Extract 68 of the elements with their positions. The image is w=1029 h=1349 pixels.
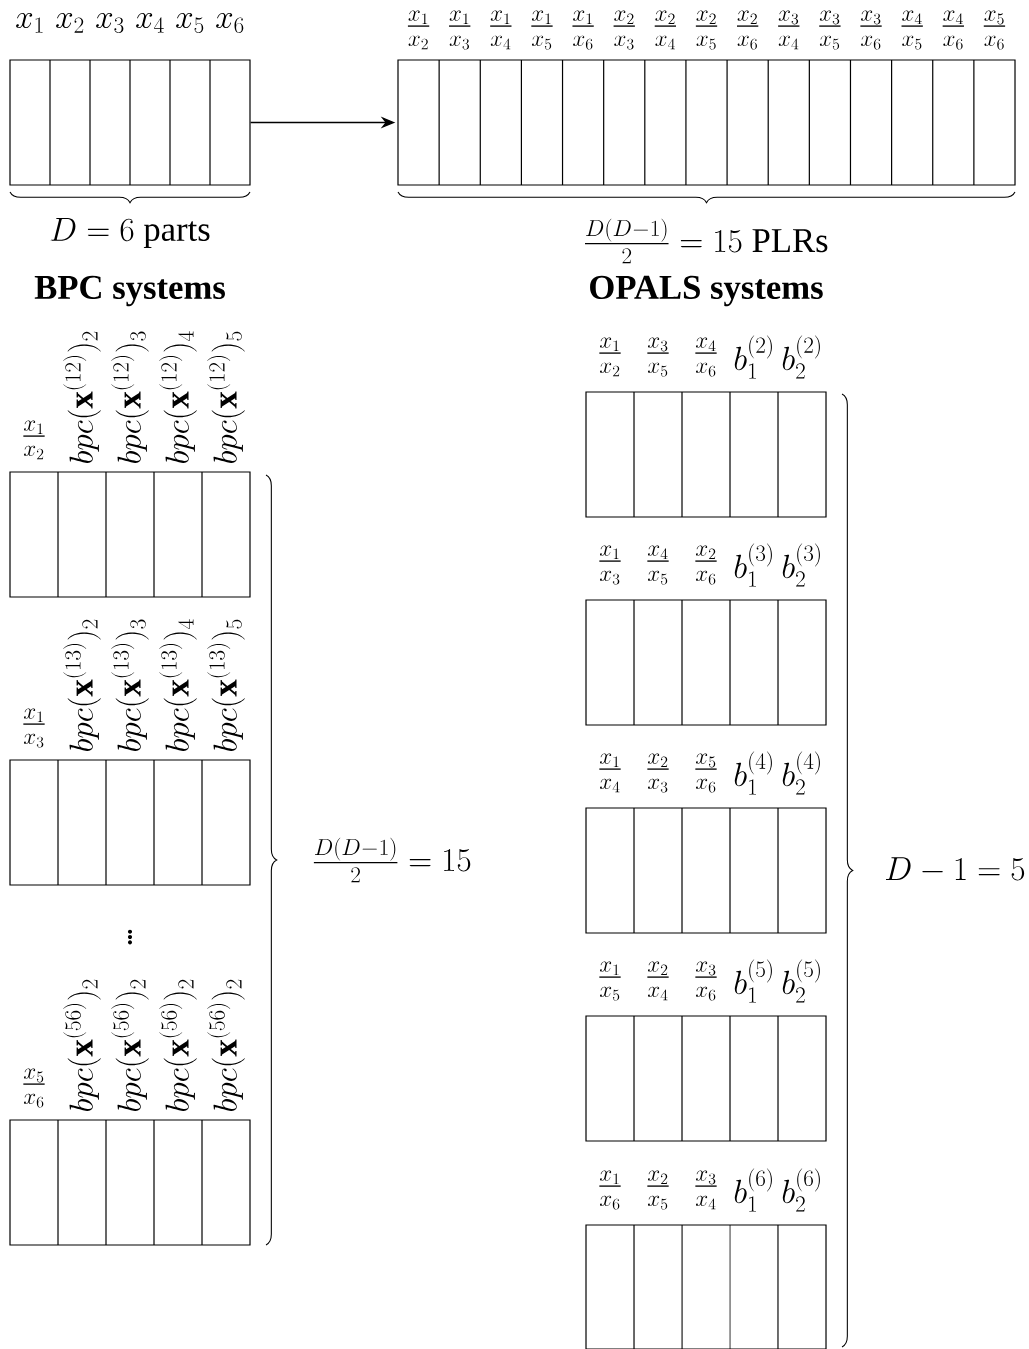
column-header: $b_2^{(4)}$: [782, 751, 820, 795]
column-header: $\frac{x_2}{x_3}$: [647, 753, 669, 793]
column-header: $\frac{x_1}{x_2}$: [599, 337, 621, 377]
column-header: $\frac{x_2}{x_5}$: [647, 1170, 669, 1210]
column-header: $bpc(\mathbf{x}^{(12)})_5$: [207, 331, 245, 463]
column-header: $\frac{x_1}{x_2}$: [23, 420, 45, 460]
column-header: $x_6$: [216, 13, 244, 33]
column-header: $\frac{x_2}{x_6}$: [737, 10, 759, 50]
column-header: $\frac{x_1}{x_2}$: [407, 10, 430, 50]
column-header: $\frac{x_4}{x_6}$: [942, 10, 964, 50]
column-header: $b_1^{(2)}$: [734, 335, 772, 379]
formula-label: $D = 6 \text{ parts}$: [50, 218, 210, 249]
column-header: $\frac{x_1}{x_4}$: [490, 10, 512, 50]
column-header: $\frac{x_4}{x_6}$: [695, 337, 717, 377]
column-header: $bpc(\mathbf{x}^{(13)})_3$: [111, 619, 149, 751]
column-header: $bpc(\mathbf{x}^{(56)})_2$: [159, 979, 197, 1111]
column-header: $b_2^{(5)}$: [782, 959, 820, 1003]
column-header: $bpc(\mathbf{x}^{(13)})_4$: [159, 619, 197, 751]
column-header: $b_1^{(4)}$: [734, 751, 772, 795]
column-header: $b_2^{(3)}$: [782, 543, 820, 587]
column-header: $x_2$: [56, 13, 84, 33]
column-header: $\frac{x_1}{x_3}$: [599, 545, 621, 585]
column-header: $\frac{x_3}{x_6}$: [695, 961, 717, 1001]
column-header: $bpc(\mathbf{x}^{(12)})_2$: [63, 331, 101, 463]
column-header: $\frac{x_3}{x_5}$: [647, 337, 669, 377]
column-header: $\frac{x_1}{x_6}$: [599, 1170, 621, 1210]
column-header: $\frac{x_3}{x_4}$: [695, 1170, 717, 1210]
column-header: $\frac{x_3}{x_6}$: [860, 10, 882, 50]
column-header: $\frac{x_4}{x_5}$: [901, 10, 923, 50]
column-header: $bpc(\mathbf{x}^{(12)})_3$: [111, 331, 149, 463]
column-header: $\frac{x_2}{x_5}$: [695, 10, 718, 50]
column-header: $\frac{x_1}{x_6}$: [572, 10, 594, 50]
column-header: $b_1^{(6)}$: [734, 1168, 772, 1212]
formula-label: $\frac{D(D-1)}{2} = 15 \text{ PLRs}$: [585, 218, 828, 264]
heading: BPC systems: [34, 275, 225, 307]
column-header: $bpc(\mathbf{x}^{(13)})_2$: [63, 619, 101, 751]
column-header: $x_5$: [176, 13, 204, 33]
column-header: $bpc(\mathbf{x}^{(12)})_4$: [159, 331, 197, 463]
formula-label: $\vdots$: [127, 929, 133, 945]
formula-label: $D-1=5$: [886, 857, 1025, 881]
column-header: $\frac{x_1}{x_3}$: [23, 708, 45, 748]
column-header: $b_1^{(3)}$: [734, 543, 772, 587]
column-header: $\frac{x_2}{x_3}$: [613, 10, 635, 50]
column-header: $b_2^{(2)}$: [782, 335, 820, 379]
column-header: $\frac{x_2}{x_4}$: [647, 961, 669, 1001]
column-header: $\frac{x_3}{x_5}$: [819, 10, 841, 50]
column-header: $\frac{x_1}{x_4}$: [599, 753, 621, 793]
column-header: $\frac{x_4}{x_5}$: [647, 545, 669, 585]
column-header: $\frac{x_5}{x_6}$: [23, 1068, 45, 1108]
heading: OPALS systems: [590, 275, 823, 307]
column-header: $bpc(\mathbf{x}^{(56)})_2$: [111, 979, 149, 1111]
column-header: $\frac{x_2}{x_4}$: [654, 10, 677, 50]
column-header: $x_4$: [136, 13, 164, 33]
column-header: $\frac{x_2}{x_6}$: [695, 545, 717, 585]
column-header: $\frac{x_1}{x_5}$: [599, 961, 621, 1001]
column-header: $\frac{x_5}{x_6}$: [983, 10, 1006, 50]
column-header: $bpc(\mathbf{x}^{(13)})_5$: [207, 619, 245, 751]
column-header: $\frac{x_3}{x_4}$: [778, 10, 800, 50]
column-header: $b_2^{(6)}$: [782, 1168, 820, 1212]
column-header: $x_3$: [96, 13, 124, 33]
column-header: $\frac{x_5}{x_6}$: [695, 753, 717, 793]
column-header: $bpc(\mathbf{x}^{(56)})_2$: [63, 979, 101, 1111]
column-header: $bpc(\mathbf{x}^{(56)})_2$: [207, 979, 245, 1111]
column-header: $x_1$: [16, 13, 43, 33]
formula-label: $\frac{D(D-1)}{2} = 15$: [313, 837, 471, 883]
column-header: $\frac{x_1}{x_5}$: [531, 10, 553, 50]
column-header: $\frac{x_1}{x_3}$: [449, 10, 471, 50]
column-header: $b_1^{(5)}$: [734, 959, 772, 1003]
